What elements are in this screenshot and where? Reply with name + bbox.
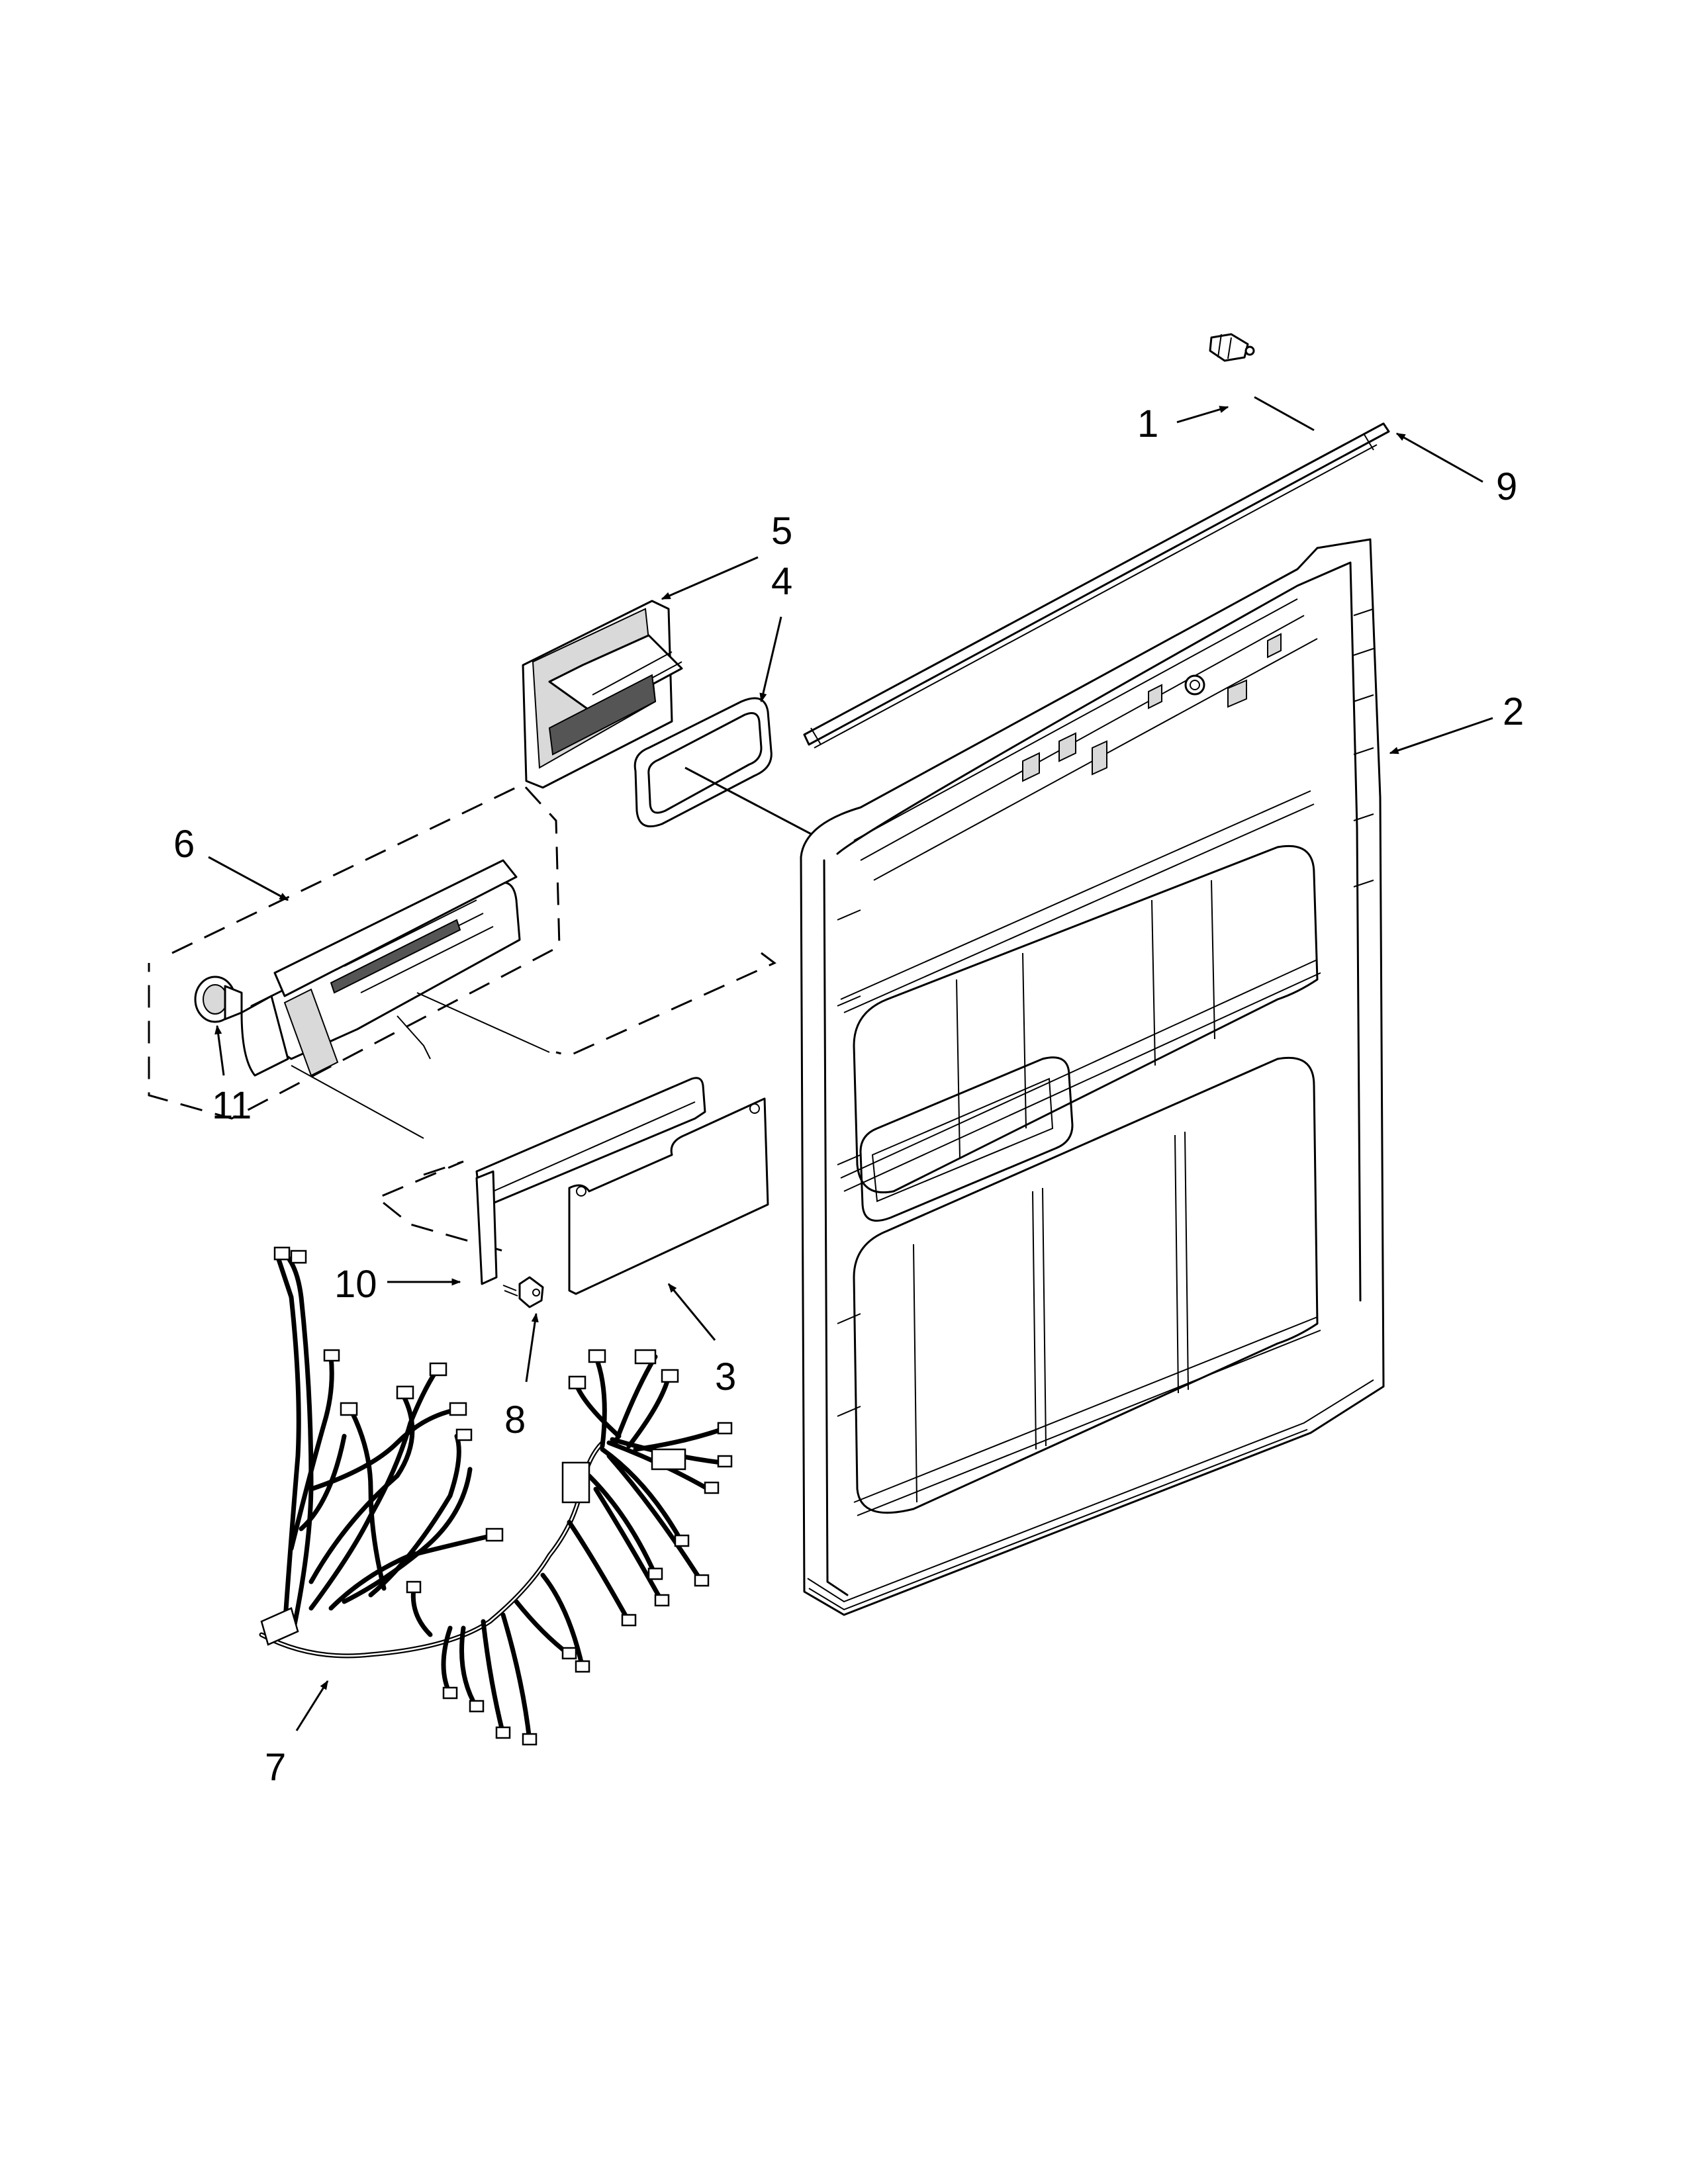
callout-4: 4 [771, 560, 792, 603]
knob [194, 976, 243, 1023]
alignment-lines [291, 992, 550, 1139]
board-bracket [475, 1077, 706, 1285]
callouts: 1 2 3 4 5 6 7 8 9 10 11 [173, 402, 1524, 1789]
inner-door-panel [800, 538, 1385, 1616]
callout-3: 3 [715, 1355, 736, 1398]
board-screw [502, 1276, 544, 1308]
callout-7: 7 [265, 1746, 286, 1789]
callout-5: 5 [771, 510, 792, 553]
leader-lines [208, 396, 1493, 1731]
callout-9: 9 [1496, 465, 1517, 508]
callout-1: 1 [1137, 402, 1158, 445]
callout-6: 6 [173, 823, 195, 866]
vent-louver [522, 600, 683, 789]
callout-2: 2 [1503, 690, 1524, 733]
callout-11: 11 [212, 1084, 252, 1127]
vent-gasket [633, 697, 773, 828]
control-board [568, 1097, 769, 1295]
callout-8: 8 [504, 1398, 526, 1441]
control-module [148, 783, 561, 1120]
screw-top [1209, 333, 1255, 362]
dashed-mount-line [555, 952, 776, 1057]
callout-10: 10 [334, 1263, 377, 1306]
wire-harness [259, 1246, 733, 1746]
top-trim-strip [803, 422, 1390, 749]
